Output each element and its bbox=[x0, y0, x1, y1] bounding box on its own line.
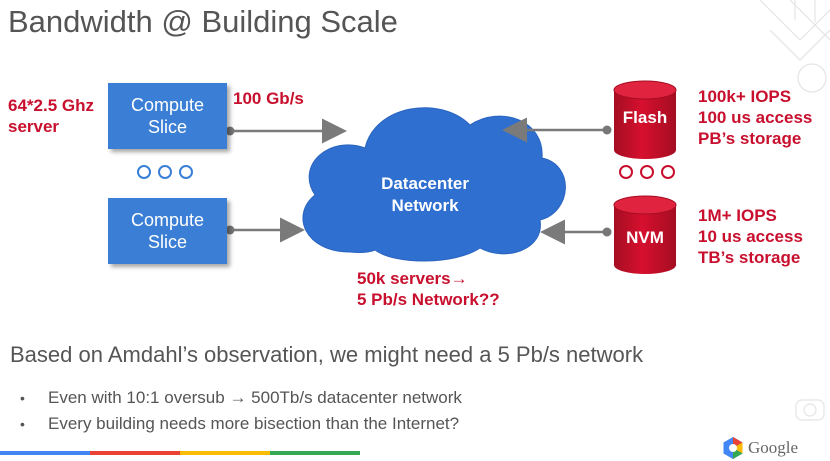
scale-note-line2: 5 Pb/s Network?? bbox=[357, 290, 500, 309]
flash-spec-access: 100 us access bbox=[698, 108, 813, 127]
ellipsis-dot bbox=[137, 165, 151, 179]
bullet-item: • Even with 10:1 oversub → 500Tb/s datac… bbox=[20, 385, 462, 411]
flash-storage-cylinder bbox=[613, 80, 677, 159]
nvm-spec-iops: 1M+ IOPS bbox=[698, 206, 777, 225]
ellipsis-dot bbox=[179, 165, 193, 179]
arrow-compute2-origin bbox=[225, 225, 235, 235]
google-hexagon-icon bbox=[723, 437, 743, 459]
server-spec-line2: server bbox=[8, 117, 60, 136]
headline-text: Based on Amdahl’s observation, we might … bbox=[10, 342, 644, 367]
server-spec-line1: 64*2.5 Ghz bbox=[8, 96, 94, 115]
compute-slice-box: Compute Slice bbox=[108, 83, 227, 149]
nvm-specs: 1M+ IOPS 10 us access TB’s storage bbox=[698, 205, 803, 268]
flash-spec-capacity: PB’s storage bbox=[698, 129, 802, 148]
nvm-spec-access: 10 us access bbox=[698, 227, 803, 246]
bullet-glyph: • bbox=[20, 390, 25, 406]
cloud-label: Datacenter Network bbox=[350, 173, 500, 217]
flash-specs: 100k+ IOPS 100 us access PB’s storage bbox=[698, 86, 812, 149]
cloud-label-line2: Network bbox=[391, 196, 459, 215]
compute-slice-label-line2: Slice bbox=[147, 232, 187, 252]
nvm-spec-capacity: TB’s storage bbox=[698, 248, 801, 267]
bullet-item: • Every building needs more bisection th… bbox=[20, 411, 462, 437]
ellipsis-dot bbox=[640, 165, 654, 179]
compute-slice-label-line1: Compute bbox=[130, 95, 205, 115]
ellipsis-dot bbox=[158, 165, 172, 179]
nvm-label: NVM bbox=[626, 228, 664, 247]
bullet-list: • Even with 10:1 oversub → 500Tb/s datac… bbox=[20, 385, 462, 437]
arrow-compute1-origin bbox=[225, 126, 235, 136]
google-color-bar bbox=[0, 451, 360, 455]
storage-ellipsis-dots bbox=[619, 165, 675, 179]
arrow-nvm-origin bbox=[602, 227, 612, 237]
compute-slice-label-line1: Compute bbox=[130, 210, 205, 230]
scale-note-line1: 50k servers→ bbox=[357, 269, 468, 288]
link-speed-label: 100 Gb/s bbox=[233, 89, 304, 108]
bullet-text: Every building needs more bisection than… bbox=[48, 414, 460, 433]
ellipsis-dot bbox=[619, 165, 633, 179]
arrow-flash-origin bbox=[602, 125, 612, 135]
flash-label: Flash bbox=[622, 108, 668, 127]
ellipsis-dot bbox=[661, 165, 675, 179]
google-logo-text: Google bbox=[748, 438, 799, 457]
compute-slice-label-line2: Slice bbox=[147, 117, 187, 137]
scale-note: 50k servers→ 5 Pb/s Network?? bbox=[357, 268, 500, 310]
cloud-label-line1: Datacenter bbox=[381, 174, 469, 193]
datacenter-cloud bbox=[302, 107, 566, 262]
nvm-storage-cylinder bbox=[613, 195, 677, 274]
compute-ellipsis-dots bbox=[137, 165, 193, 179]
bullet-glyph: • bbox=[20, 416, 25, 432]
compute-slice-box: Compute Slice bbox=[108, 198, 227, 264]
slide-title: Bandwidth @ Building Scale bbox=[8, 4, 398, 39]
bullet-text: Even with 10:1 oversub → 500Tb/s datacen… bbox=[48, 388, 462, 407]
flash-spec-iops: 100k+ IOPS bbox=[698, 87, 792, 106]
server-spec-label: 64*2.5 Ghz server bbox=[8, 95, 94, 137]
